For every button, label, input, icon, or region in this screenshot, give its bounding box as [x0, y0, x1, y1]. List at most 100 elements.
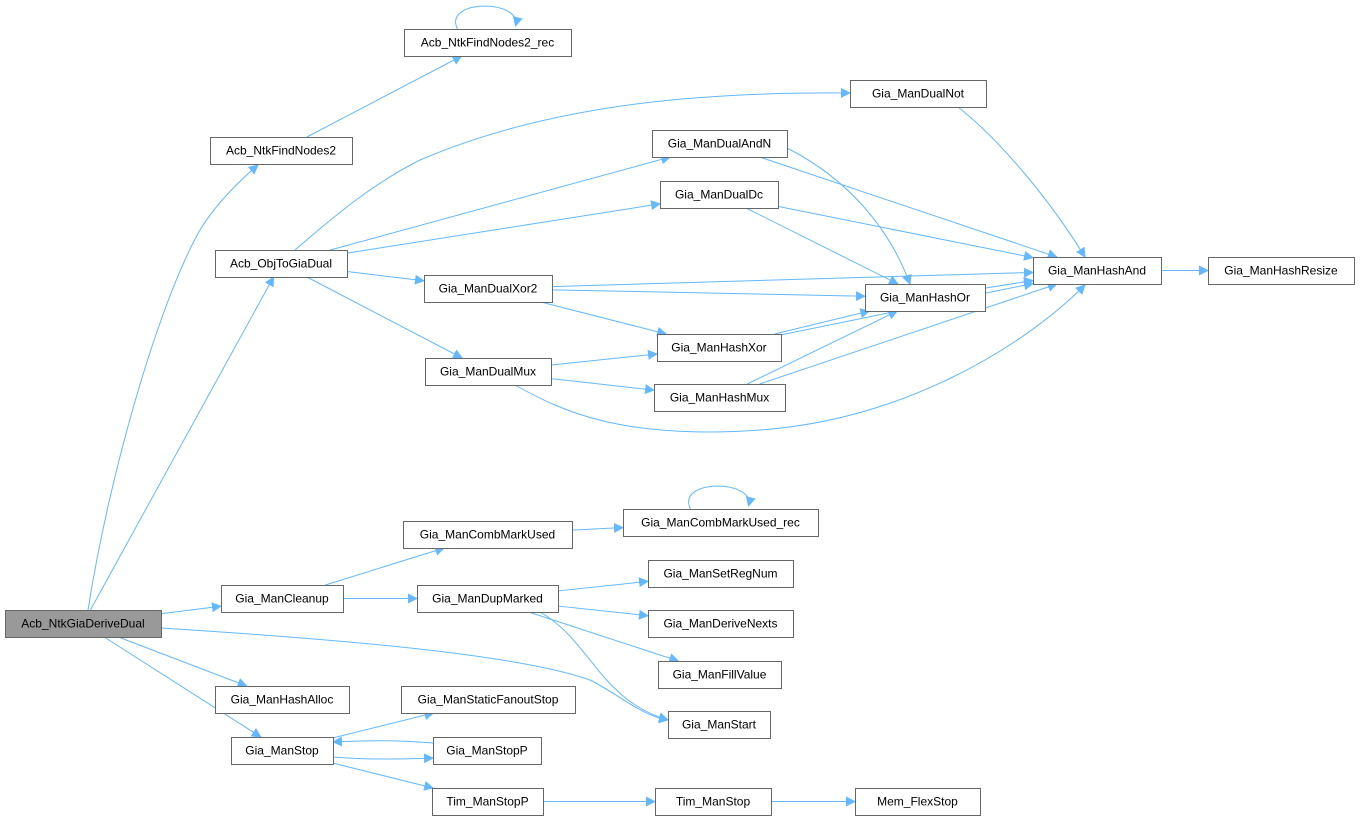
node-fill-value[interactable]: Gia_ManFillValue	[658, 661, 782, 689]
node-label: Gia_ManStop	[245, 744, 319, 758]
node-label: Gia_ManCombMarkUsed	[420, 528, 555, 542]
node-derive-nexts[interactable]: Gia_ManDeriveNexts	[648, 610, 794, 638]
node-find-nodes2[interactable]: Acb_NtkFindNodes2	[210, 137, 353, 165]
node-static-fanout-stop[interactable]: Gia_ManStaticFanoutStop	[401, 686, 576, 714]
node-start[interactable]: Gia_ManStart	[668, 711, 771, 739]
self-loop-find-nodes2-rec	[455, 5, 523, 30]
edge-dual-xor2-to-hash-or	[551, 289, 866, 302]
node-label: Gia_ManDualXor2	[439, 282, 538, 296]
node-label: Gia_ManDualAndN	[668, 137, 771, 151]
node-comb-mark-used[interactable]: Gia_ManCombMarkUsed	[403, 521, 573, 549]
node-box	[623, 509, 819, 537]
edge-obj-to-gia-dual-to-dual-dc	[346, 200, 661, 254]
edge-root-to-find-nodes2	[87, 164, 259, 611]
node-hash-alloc[interactable]: Gia_ManHashAlloc	[215, 686, 350, 714]
edge-root-to-cleanup	[160, 602, 222, 615]
node-label: Tim_ManStopP	[446, 795, 528, 809]
node-label: Gia_ManDualNot	[872, 87, 965, 101]
node-box	[865, 284, 986, 312]
node-box	[850, 80, 987, 108]
edge-obj-to-gia-dual-to-dual-xor2	[346, 270, 425, 285]
node-find-nodes2-rec[interactable]: Acb_NtkFindNodes2_rec	[404, 29, 572, 57]
edge-dual-xor2-to-hash-xor	[540, 301, 668, 337]
edge-dup-marked-to-start	[539, 611, 669, 723]
node-box	[403, 521, 573, 549]
edges	[87, 5, 1209, 807]
node-box	[1033, 257, 1162, 285]
edge-hash-mux-to-hash-or	[747, 310, 899, 385]
edge-root-to-stop	[103, 636, 262, 738]
edge-stop-to-stop-p	[332, 753, 434, 764]
node-label: Gia_ManHashResize	[1224, 264, 1338, 278]
node-box	[210, 137, 353, 165]
node-label: Gia_ManDeriveNexts	[663, 617, 777, 631]
node-stop[interactable]: Gia_ManStop	[231, 737, 334, 765]
node-box	[652, 130, 788, 158]
self-loop-comb-mark-used-rec	[688, 485, 756, 510]
node-stop-p[interactable]: Gia_ManStopP	[433, 737, 542, 765]
edge-obj-to-gia-dual-to-dual-mux	[306, 276, 464, 359]
edge-dual-mux-to-hash-xor	[550, 349, 658, 366]
node-dual-and-n[interactable]: Gia_ManDualAndN	[652, 130, 788, 158]
node-label: Gia_ManDualMux	[440, 365, 536, 379]
node-tim-stop[interactable]: Tim_ManStop	[655, 788, 772, 816]
node-box	[425, 358, 552, 386]
node-label: Gia_ManStart	[682, 718, 757, 732]
edge-root-to-hash-alloc	[118, 636, 248, 688]
node-box	[658, 661, 782, 689]
node-obj-to-gia-dual[interactable]: Acb_ObjToGiaDual	[215, 250, 348, 278]
node-box	[648, 610, 794, 638]
node-label: Tim_ManStop	[676, 795, 751, 809]
node-set-reg-num[interactable]: Gia_ManSetRegNum	[648, 560, 794, 588]
node-label: Gia_ManHashXor	[671, 341, 766, 355]
node-hash-mux[interactable]: Gia_ManHashMux	[654, 384, 786, 412]
node-label: Gia_ManStaticFanoutStop	[418, 693, 559, 707]
edge-dual-not-to-hash-and	[957, 106, 1086, 258]
node-box	[5, 610, 162, 638]
node-hash-or[interactable]: Gia_ManHashOr	[865, 284, 986, 312]
node-dual-xor2[interactable]: Gia_ManDualXor2	[424, 275, 553, 303]
node-hash-and[interactable]: Gia_ManHashAnd	[1033, 257, 1162, 285]
node-box	[657, 334, 782, 362]
edge-find-nodes2-to-find-nodes2-rec	[306, 55, 463, 138]
node-comb-mark-used-rec[interactable]: Gia_ManCombMarkUsed_rec	[623, 509, 819, 537]
node-box	[655, 788, 772, 816]
node-label: Gia_ManHashAnd	[1048, 264, 1146, 278]
edge-root-to-obj-to-gia-dual	[89, 276, 275, 611]
node-dual-not[interactable]: Gia_ManDualNot	[850, 80, 987, 108]
node-dual-dc[interactable]: Gia_ManDualDc	[660, 181, 779, 209]
edge-obj-to-gia-dual-to-dual-and-n	[330, 154, 672, 251]
nodes: Acb_NtkGiaDeriveDualAcb_NtkFindNodes2Acb…	[5, 29, 1355, 816]
edge-dual-xor2-to-hash-and	[551, 267, 1034, 288]
node-dup-marked[interactable]: Gia_ManDupMarked	[417, 585, 559, 613]
node-root[interactable]: Acb_NtkGiaDeriveDual	[5, 610, 162, 638]
node-tim-stop-p[interactable]: Tim_ManStopP	[432, 788, 544, 816]
edge-dual-and-n-to-hash-or	[786, 147, 912, 285]
node-box	[433, 737, 542, 765]
node-dual-mux[interactable]: Gia_ManDualMux	[425, 358, 552, 386]
node-mem-flex-stop[interactable]: Mem_FlexStop	[855, 788, 981, 816]
node-box	[404, 29, 572, 57]
node-label: Acb_ObjToGiaDual	[230, 257, 332, 271]
node-label: Gia_ManCombMarkUsed_rec	[641, 516, 800, 530]
node-cleanup[interactable]: Gia_ManCleanup	[221, 585, 344, 613]
edge-hash-or-to-hash-and	[984, 277, 1034, 289]
edge-dual-dc-to-hash-or	[745, 207, 899, 285]
node-hash-resize[interactable]: Gia_ManHashResize	[1208, 257, 1355, 285]
node-label: Gia_ManHashMux	[670, 391, 769, 405]
edge-stop-to-static-fanout-stop	[332, 710, 435, 739]
node-box	[231, 737, 334, 765]
edge-stop-to-tim-stop-p	[332, 762, 435, 791]
node-hash-xor[interactable]: Gia_ManHashXor	[657, 334, 782, 362]
node-label: Gia_ManFillValue	[673, 668, 767, 682]
node-label: Acb_NtkFindNodes2_rec	[421, 36, 554, 50]
node-label: Gia_ManStopP	[446, 744, 527, 758]
node-box	[855, 788, 981, 816]
edge-dup-marked-to-derive-nexts	[557, 605, 649, 620]
node-label: Gia_ManDupMarked	[432, 592, 543, 606]
node-label: Gia_ManDualDc	[675, 188, 763, 202]
node-box	[424, 275, 553, 303]
node-label: Gia_ManHashOr	[880, 291, 970, 305]
edge-obj-to-gia-dual-to-dual-not	[294, 87, 851, 251]
